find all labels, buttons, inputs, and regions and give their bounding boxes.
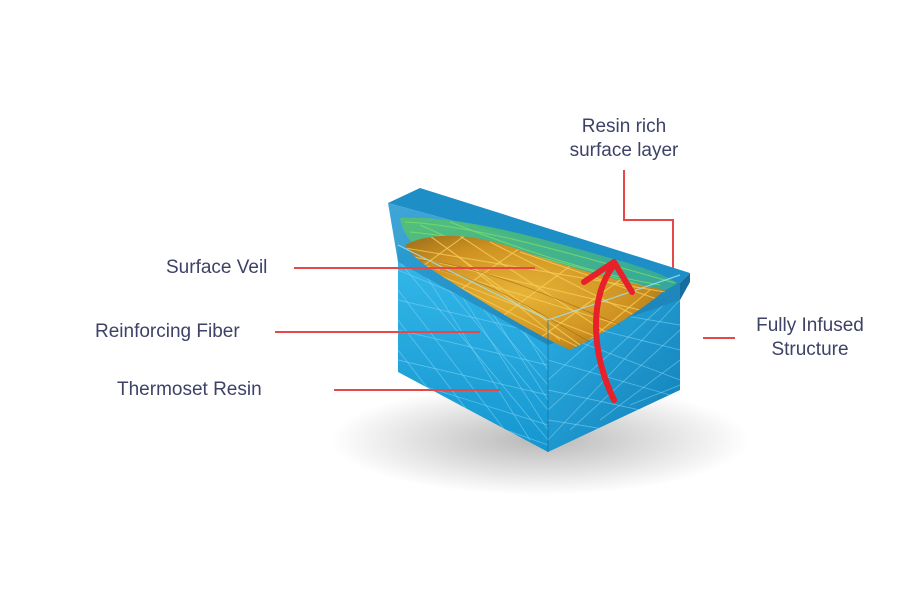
- label-fully-infused-line1: Fully Infused: [756, 315, 864, 336]
- label-fully-infused-line2: Structure: [771, 339, 849, 360]
- label-thermoset-resin: Thermoset Resin: [117, 379, 262, 400]
- resin-side-fiber-mesh: [548, 279, 680, 441]
- resin-block-front-face: [398, 245, 548, 452]
- label-resin-rich-surface-layer: Resin rich surface layer: [568, 115, 680, 163]
- label-reinforcing-fiber: Reinforcing Fiber: [95, 321, 240, 342]
- label-surface-veil: Surface Veil: [166, 257, 268, 278]
- resin-flow-arrow: [593, 262, 617, 403]
- label-resin-rich-line2: surface layer: [569, 140, 679, 161]
- leader-resin-rich-surface-layer: [623, 170, 674, 268]
- reinforcing-fiber-bundle: [405, 235, 665, 350]
- leader-lines: [275, 170, 735, 391]
- label-fully-infused-structure: Fully Infused Structure: [742, 314, 878, 362]
- resin-top-edge: [680, 273, 690, 300]
- label-resin-rich-line1: Resin rich: [581, 116, 667, 137]
- resin-flow-arrowhead: [581, 259, 635, 295]
